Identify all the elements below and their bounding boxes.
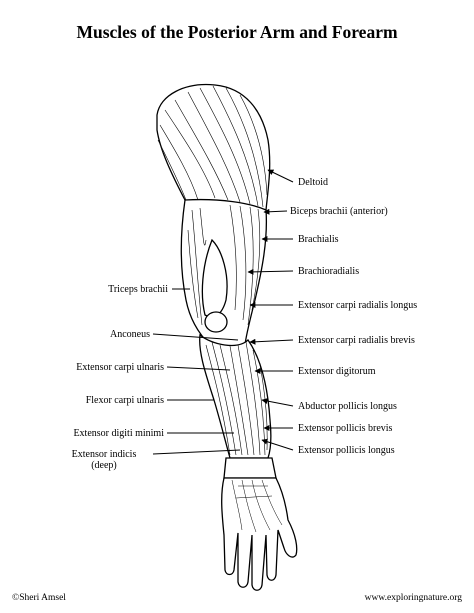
label-extensor-indicis-line1: Extensor indicis [71,449,137,460]
hand [221,477,298,591]
wrist-retinaculum [223,457,277,479]
credit-text: ©Sheri Amsel [12,593,66,603]
label-ext-carpi-radialis-longus: Extensor carpi radialis longus [298,300,418,311]
page-title: Muscles of the Posterior Arm and Forearm [76,22,398,42]
label-ext-carpi-radialis-brevis: Extensor carpi radialis brevis [298,335,415,346]
deltoid-muscle [156,83,271,211]
label-extensor-indicis: Extensor indicis (deep) [58,449,150,471]
label-anconeus: Anconeus [110,329,150,340]
label-biceps-brachii: Biceps brachii (anterior) [290,206,388,217]
label-extensor-indicis-line2: (deep) [91,460,117,471]
label-deltoid: Deltoid [298,177,328,188]
label-ext-digiti-minimi: Extensor digiti minimi [73,428,164,439]
label-extensor-pollicis-brevis: Extensor pollicis brevis [298,423,393,434]
label-abductor-pollicis-longus: Abductor pollicis longus [298,401,397,412]
right-leader-lines [247,169,294,451]
label-brachialis: Brachialis [298,234,339,245]
label-flexor-carpi-ulnaris: Flexor carpi ulnaris [85,395,164,406]
label-ext-carpi-ulnaris: Extensor carpi ulnaris [76,362,164,373]
upper-arm [180,198,268,351]
website-link[interactable]: www.exploringnature.org [364,593,462,603]
left-leader-lines [152,288,241,455]
label-brachioradialis: Brachioradialis [298,266,360,277]
label-triceps-brachii: Triceps brachii [108,284,168,295]
label-extensor-digitorum: Extensor digitorum [298,366,376,377]
forearm [199,333,272,459]
label-extensor-pollicis-longus: Extensor pollicis longus [298,445,395,456]
